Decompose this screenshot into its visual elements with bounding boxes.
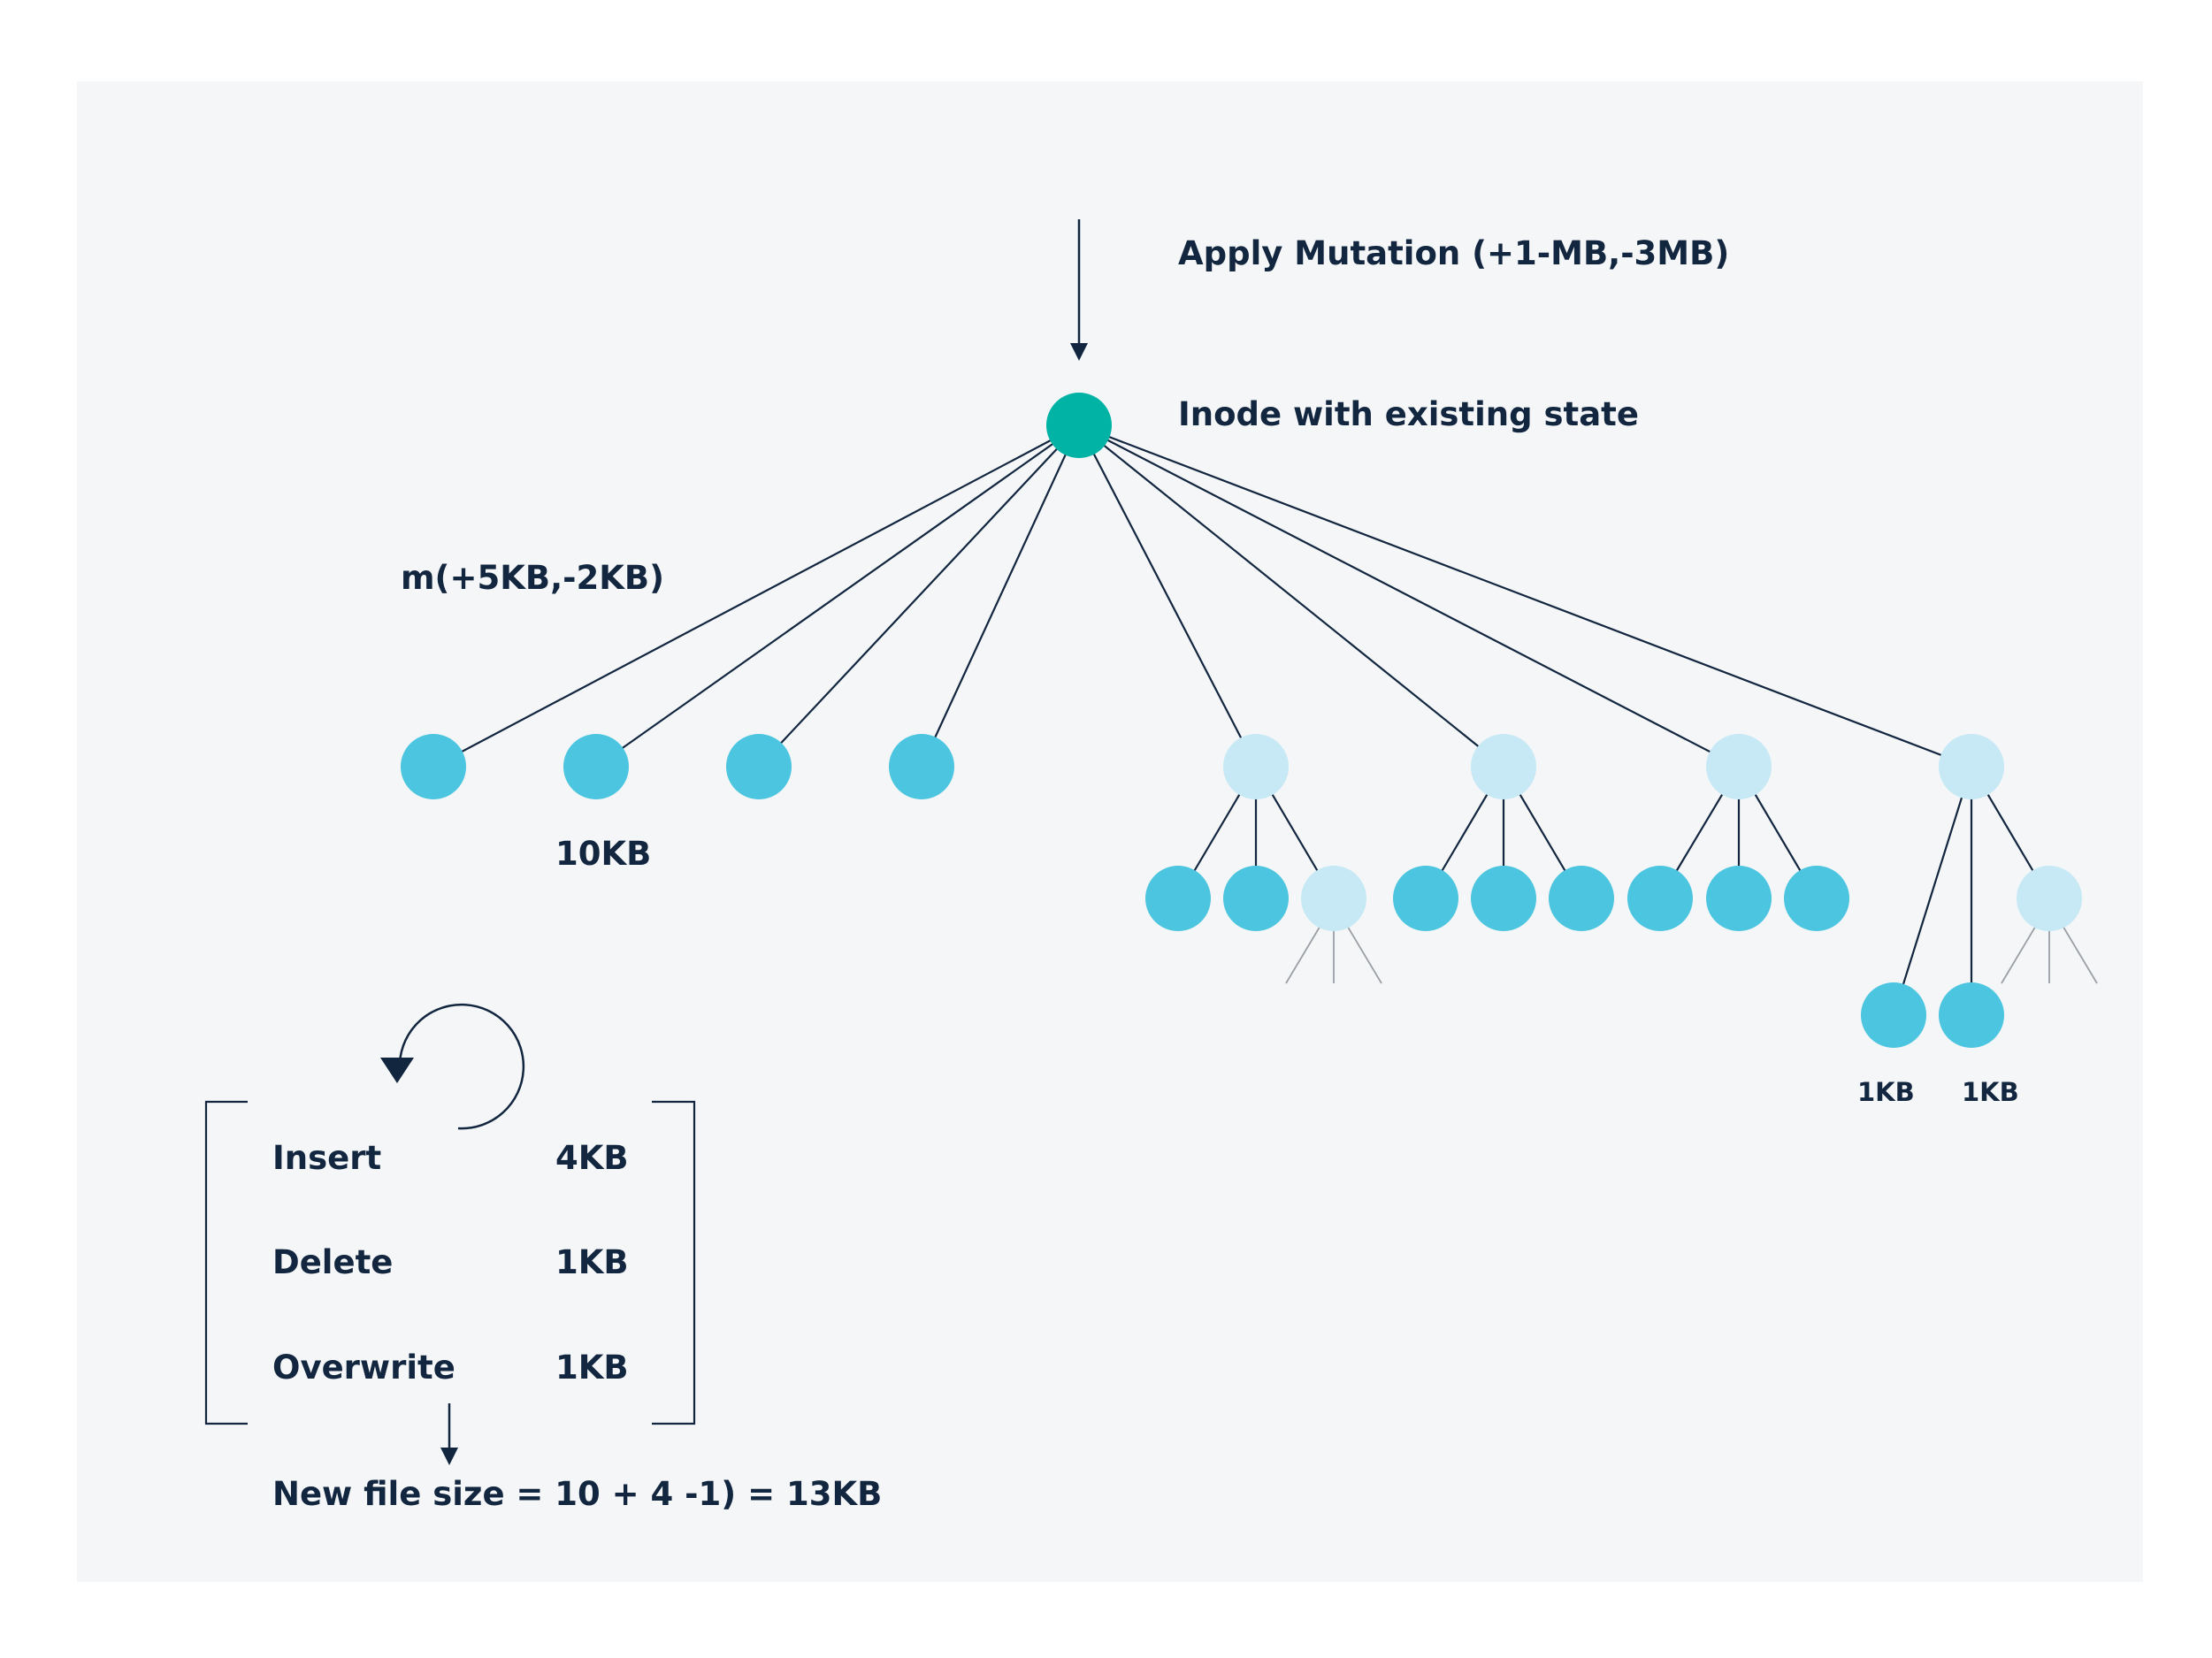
intermediate-node-4 (1939, 734, 2004, 799)
left-bracket (204, 1100, 248, 1425)
root-edges (432, 424, 1972, 768)
leaf-node (1549, 866, 1614, 931)
edge-inner-4-a (1892, 766, 1973, 1016)
faded-edge (2058, 919, 2098, 984)
edge-root-leaf-3 (758, 424, 1080, 768)
intermediate-node (2017, 866, 2082, 931)
leaf-node-3 (726, 734, 792, 799)
leaf-node (1939, 982, 2004, 1048)
leaf-node (1706, 866, 1772, 931)
panel-background (77, 81, 2143, 1582)
operation-delete-label: Delete (272, 1243, 393, 1281)
leaf-size-label: 10KB (555, 835, 651, 873)
operation-delete-size: 1KB (555, 1243, 629, 1281)
cycle-arrow-icon (398, 1003, 525, 1130)
edge-root-leaf-4 (921, 424, 1080, 768)
operation-overwrite-size: 1KB (555, 1349, 629, 1387)
edge-root-inner-4 (1078, 424, 1972, 768)
mutation-label: m(+5KB,-2KB) (401, 559, 664, 597)
intermediate-node-2 (1471, 734, 1536, 799)
intermediate-node (1301, 866, 1366, 931)
faded-edge (1285, 919, 1325, 984)
cycle-arrowhead-icon (380, 1058, 414, 1083)
operation-insert-label: Insert (272, 1139, 381, 1177)
faded-edge (2001, 919, 2040, 984)
inode-state-label: Inode with existing state (1178, 395, 1639, 433)
leaf-1kb-label: 1KB (1857, 1077, 1915, 1107)
edge-root-inner-3 (1078, 424, 1740, 768)
leaf-node-4 (889, 734, 954, 799)
leaf-node (1223, 866, 1289, 931)
operation-insert-size: 4KB (555, 1139, 629, 1177)
leaf-node-2 (563, 734, 629, 799)
edge-root-leaf-2 (595, 424, 1080, 768)
operation-overwrite-label: Overwrite (272, 1349, 455, 1387)
intermediate-node-3 (1706, 734, 1772, 799)
leaf-node (1145, 866, 1211, 931)
faded-edges (1285, 919, 2098, 984)
leaf-node (1627, 866, 1693, 931)
intermediate-node-1 (1223, 734, 1289, 799)
leaf-node-1 (401, 734, 466, 799)
leaf-node (1393, 866, 1458, 931)
leaf-1kb-label: 1KB (1962, 1077, 2019, 1107)
new-file-size-label: New file size = 10 + 4 -1) = 13KB (272, 1475, 882, 1513)
right-bracket (652, 1100, 696, 1425)
leaf-node (1471, 866, 1536, 931)
root-inode-node (1046, 393, 1112, 458)
edge-root-inner-1 (1078, 424, 1257, 768)
leaf-node (1784, 866, 1849, 931)
faded-edge (1343, 919, 1382, 984)
edge-root-inner-2 (1078, 424, 1504, 768)
apply-mutation-label: Apply Mutation (+1-MB,-3MB) (1178, 234, 1729, 272)
edge-root-leaf-1 (432, 424, 1080, 768)
leaf-node (1861, 982, 1926, 1048)
